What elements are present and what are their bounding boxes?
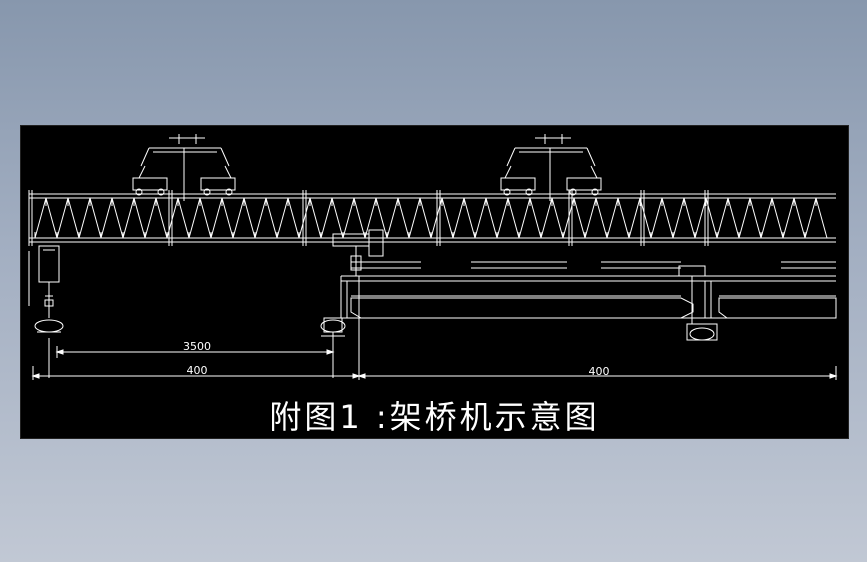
main-truss-girder xyxy=(28,190,836,246)
cad-drawing-viewport[interactable]: 3500 400 400 附图1 :架桥机示意图 xyxy=(20,125,849,439)
dim-label-inner-span: 3500 xyxy=(183,340,211,353)
crane-trolley-right xyxy=(500,134,602,201)
bridge-erecting-machine-drawing: 3500 400 400 xyxy=(28,134,838,380)
delivered-box-girder xyxy=(340,261,837,319)
dim-label-left-span: 400 xyxy=(187,364,208,377)
dimension-lines xyxy=(31,276,838,380)
dim-label-right-span: 400 xyxy=(589,365,610,378)
middle-support-leg xyxy=(320,229,384,354)
drawing-caption: 附图1 :架桥机示意图 xyxy=(269,398,600,436)
crane-trolley-left xyxy=(132,134,236,201)
front-support-leg xyxy=(28,245,64,333)
